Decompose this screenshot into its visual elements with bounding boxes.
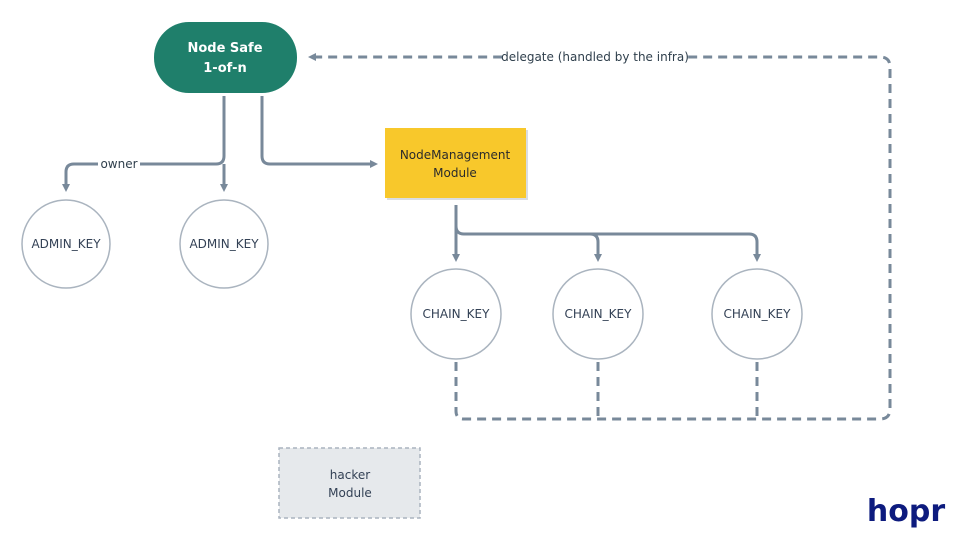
safe-to-module-edge <box>260 96 378 168</box>
node-management-module-shape <box>385 128 526 198</box>
owner-label-bg <box>98 155 140 173</box>
admin-key-node-2[interactable]: ADMIN_KEY <box>179 199 269 289</box>
delegate-label: delegate (handled by the infra) <box>501 50 689 64</box>
chain-key-node-1[interactable]: CHAIN_KEY <box>410 268 502 360</box>
hacker-module-subtitle: Module <box>328 486 372 500</box>
chain-key-node-3[interactable]: CHAIN_KEY <box>711 268 803 360</box>
hacker-module-title: hacker <box>330 468 370 482</box>
chain-key-3-circle <box>711 268 803 360</box>
hopr-logo: hopr <box>867 494 945 529</box>
module-to-chain-key-3-edge <box>590 232 761 262</box>
chain-key-1-circle <box>410 268 502 360</box>
node-management-module[interactable]: NodeManagement Module <box>385 128 528 200</box>
chain-key-2-label: CHAIN_KEY <box>565 307 633 321</box>
admin-key-2-label: ADMIN_KEY <box>189 237 259 251</box>
module-to-chain-key-2-edge <box>454 225 602 262</box>
node-management-module-subtitle: Module <box>433 166 477 180</box>
owner-edge <box>62 96 226 192</box>
chain-key-3-label: CHAIN_KEY <box>724 307 792 321</box>
admin-key-node-1[interactable]: ADMIN_KEY <box>21 199 111 289</box>
owner-label: owner <box>100 157 137 171</box>
chain-key-node-2[interactable]: CHAIN_KEY <box>552 268 644 360</box>
node-safe-title: Node Safe <box>187 41 262 56</box>
hacker-module[interactable]: hacker Module <box>278 447 421 519</box>
delegate-edge <box>308 53 892 421</box>
node-safe-shape <box>154 22 297 93</box>
chain-key-1-label: CHAIN_KEY <box>423 307 491 321</box>
chain-key-2-circle <box>552 268 644 360</box>
node-safe[interactable]: Node Safe 1-of-n <box>154 22 297 93</box>
node-safe-subtitle: 1-of-n <box>203 61 246 76</box>
hacker-module-shape <box>278 447 421 519</box>
admin-key-1-circle <box>21 199 111 289</box>
node-management-module-title: NodeManagement <box>400 148 511 162</box>
admin-key-1-label: ADMIN_KEY <box>31 237 101 251</box>
delegate-label-bg <box>504 48 686 66</box>
admin-key-2-circle <box>179 199 269 289</box>
